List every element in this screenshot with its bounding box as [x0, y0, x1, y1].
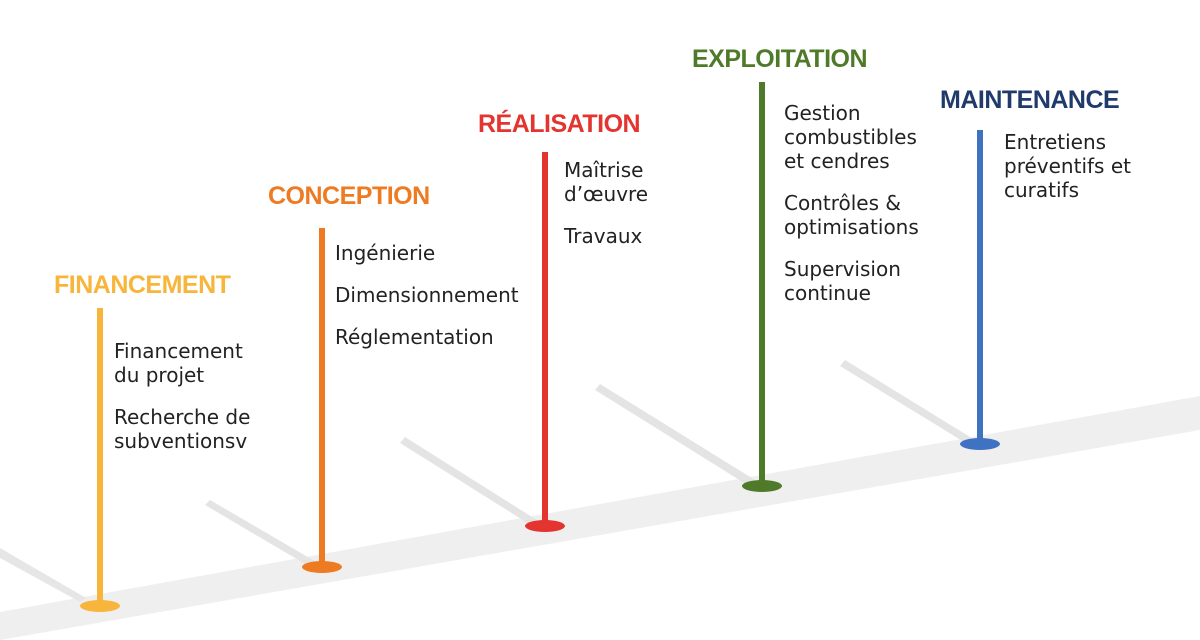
pole [977, 130, 983, 444]
stage-title-conception: CONCEPTION [268, 182, 430, 210]
stage-items-realisation: Maîtrise d’œuvre Travaux [564, 158, 648, 248]
stage-item: Recherche de subventionsv [114, 405, 251, 453]
stage-item: Travaux [564, 224, 643, 248]
stage-item: Maîtrise d’œuvre [564, 158, 649, 206]
pole [319, 228, 325, 567]
pole-shadow [205, 500, 318, 568]
stage-items-exploitation: Gestion combustibles et cendres Contrôle… [784, 101, 919, 305]
stage-title-exploitation: EXPLOITATION [692, 45, 868, 73]
stage-title-financement: FINANCEMENT [54, 271, 231, 299]
pole [542, 152, 548, 526]
stage-item: Dimensionnement [335, 283, 519, 307]
stage-items-financement: Financement du projet Recherche de subve… [114, 339, 250, 453]
stage-title-realisation: RÉALISATION [478, 110, 641, 138]
pole-shadow [595, 384, 755, 486]
stage-item: Contrôles & optimisations [784, 191, 919, 239]
pole [759, 82, 765, 486]
stage-item: Entretiens préventifs et curatifs [1004, 130, 1131, 202]
stage-item: Ingénierie [335, 241, 436, 265]
pole-shadow [0, 548, 86, 602]
stage-item: Gestion combustibles et cendres [784, 101, 917, 173]
stage-item: Supervision continue [784, 257, 901, 305]
pole-shadow [840, 360, 975, 445]
timeline-road [0, 396, 1200, 640]
stage-items-maintenance: Entretiens préventifs et curatifs [1004, 130, 1131, 202]
stage-item: Financement du projet [114, 339, 243, 387]
stage-item: Réglementation [335, 325, 494, 349]
pole [97, 308, 103, 606]
stage-items-conception: Ingénierie Dimensionnement Réglementatio… [335, 241, 519, 349]
pole-shadow [400, 437, 540, 527]
stage-title-maintenance: MAINTENANCE [940, 86, 1120, 114]
